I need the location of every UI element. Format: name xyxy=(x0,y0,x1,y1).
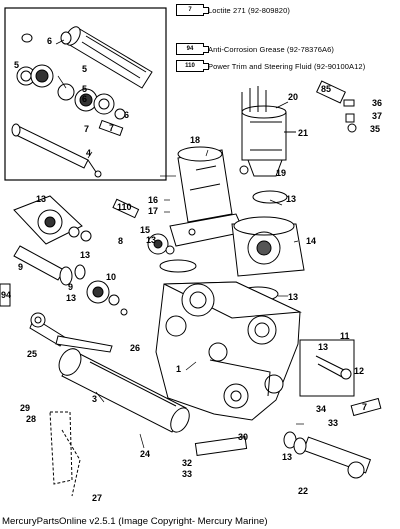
tube-7-bottom-tag: 7 xyxy=(362,402,367,412)
piston-parts xyxy=(86,280,128,316)
inset-tube-tag: 7 xyxy=(109,123,114,133)
trim-fluid-tube-icon: 110 xyxy=(176,60,209,72)
callout-37: 37 xyxy=(372,111,382,121)
callout-18: 18 xyxy=(190,135,200,145)
tube-110-tag: 110 xyxy=(117,202,132,212)
callout-34: 34 xyxy=(316,404,326,414)
o-ring-middle xyxy=(159,259,197,273)
tube-94 xyxy=(0,283,11,307)
loctite-bottle-icon: 7 xyxy=(176,4,209,16)
inset-piston-assembly xyxy=(16,64,126,120)
callout-9: 9 xyxy=(18,262,23,272)
callout-1: 1 xyxy=(176,364,181,374)
spacer-bar xyxy=(194,436,248,456)
callout-13e: 13 xyxy=(66,293,76,303)
spool-valve xyxy=(283,431,372,479)
legend-loctite: 7 Loctite 271 (92-809820) xyxy=(176,4,290,16)
callout-32: 32 xyxy=(182,458,192,468)
callout-19: 19 xyxy=(276,168,286,178)
callout-33b: 33 xyxy=(182,469,192,479)
callout-4: 4 xyxy=(86,148,91,158)
callout-16: 16 xyxy=(148,195,158,205)
callout-13g: 13 xyxy=(318,342,328,352)
inset-loctite-tube xyxy=(98,119,124,137)
tube-85-tag: 85 xyxy=(321,84,331,94)
cylinder-rod xyxy=(29,312,113,353)
tube-7-bottom xyxy=(350,397,382,417)
callout-15: 15 xyxy=(140,225,150,235)
callout-35: 35 xyxy=(370,124,380,134)
callout-13d: 13 xyxy=(80,250,90,260)
legend-grease: 94 Anti-Corrosion Grease (92-78376A6) xyxy=(176,43,334,55)
grease-tube-icon: 94 xyxy=(176,43,209,55)
callout-24: 24 xyxy=(140,449,150,459)
callout-26: 26 xyxy=(130,343,140,353)
inset-cylinder-tube xyxy=(21,26,153,89)
callout-9b: 9 xyxy=(68,282,73,292)
legend-loctite-text: Loctite 271 (92-809820) xyxy=(208,5,290,15)
cylinder-cap-assembly xyxy=(13,195,92,245)
callout-30: 30 xyxy=(238,432,248,442)
callout-13b: 13 xyxy=(286,194,296,204)
callout-3: 3 xyxy=(92,394,97,404)
callout-labels: 6 5 5 5 6 6 7 4 20 36 37 35 21 18 19 16 … xyxy=(14,36,382,503)
callout-13c: 13 xyxy=(146,235,156,245)
callout-11: 11 xyxy=(340,331,350,341)
callout-5: 5 xyxy=(14,60,19,70)
tube-85 xyxy=(316,80,346,104)
callout-25: 25 xyxy=(27,349,37,359)
legend-grease-text: Anti-Corrosion Grease (92-78376A6) xyxy=(208,44,334,54)
callout-5b: 5 xyxy=(82,64,87,74)
callout-21: 21 xyxy=(298,128,308,138)
callout-17: 17 xyxy=(148,206,158,216)
callout-14: 14 xyxy=(306,236,316,246)
callout-36: 36 xyxy=(372,98,382,108)
o-ring-upper xyxy=(252,190,288,204)
copyright-footer: MercuryPartsOnline v2.5.1 (Image Copyrig… xyxy=(2,516,268,527)
cylinder-shaft xyxy=(13,245,86,286)
valve-15 xyxy=(147,233,175,255)
callout-7: 7 xyxy=(84,124,89,134)
callout-5c: 5 xyxy=(82,84,87,94)
legend-trim-fluid: 110 Power Trim and Steering Fluid (92-90… xyxy=(176,60,365,72)
callout-12: 12 xyxy=(354,366,364,376)
callout-20: 20 xyxy=(288,92,298,102)
callout-13h: 13 xyxy=(282,452,292,462)
callout-29: 29 xyxy=(20,403,30,413)
tube-110 xyxy=(112,198,140,219)
callout-33: 33 xyxy=(328,418,338,428)
leader-lines xyxy=(55,39,304,449)
trim-cylinder xyxy=(58,348,190,433)
callout-6: 6 xyxy=(47,36,52,46)
tube-94-tag: 94 xyxy=(1,290,11,300)
valve-kit-box xyxy=(299,339,355,397)
callout-10: 10 xyxy=(106,272,116,282)
trim-motor xyxy=(239,86,287,177)
inset-piston-rod xyxy=(11,123,102,178)
callout-13f: 13 xyxy=(288,292,298,302)
callout-6b: 6 xyxy=(82,94,87,104)
callout-27: 27 xyxy=(92,493,102,503)
callout-22: 22 xyxy=(298,486,308,496)
pump-body xyxy=(231,216,305,277)
manifold-body xyxy=(155,281,302,421)
legend-trim-fluid-text: Power Trim and Steering Fluid (92-90100A… xyxy=(208,61,366,71)
mounting-bracket xyxy=(49,411,81,497)
callout-13: 13 xyxy=(36,194,46,204)
callout-8: 8 xyxy=(118,236,123,246)
callout-6c: 6 xyxy=(124,110,129,120)
small-fasteners xyxy=(284,99,357,133)
fluid-reservoir xyxy=(169,146,245,247)
callout-28: 28 xyxy=(26,414,36,424)
